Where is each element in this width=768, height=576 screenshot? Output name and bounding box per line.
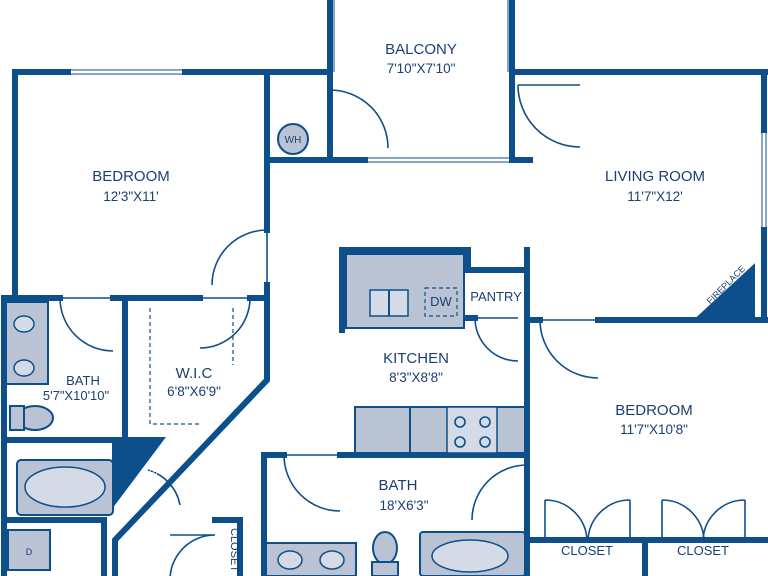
stove: [446, 406, 498, 454]
dishwasher: [424, 287, 458, 317]
bath-left-dims: 5'7"X10'10": [43, 388, 110, 403]
fixtures: [5, 123, 526, 576]
pantry-label: PANTRY: [470, 289, 522, 304]
water-heater-label: WH: [285, 135, 302, 146]
bath-center-name: BATH: [379, 477, 418, 494]
wic-name: W.I.C: [176, 365, 213, 382]
water-heater: [277, 123, 309, 155]
wic-dims: 6'8"X6'9": [167, 384, 221, 399]
closet-right-2-label: CLOSET: [677, 543, 729, 558]
living-room-dims: 11'7"X12': [627, 189, 683, 204]
doors: [59, 84, 746, 576]
kitchen-lower-counter: [354, 406, 526, 454]
closet-vertical-label: CLOSET: [228, 528, 240, 572]
balcony-name: BALCONY: [385, 41, 457, 58]
dishwasher-label: DW: [430, 294, 452, 309]
balcony-dims: 7'10"X7'10": [387, 61, 456, 76]
dryer-label: D: [26, 547, 33, 557]
kitchen-dims: 8'3"X8'8": [389, 370, 443, 385]
windows: [68, 0, 767, 230]
dryer: [7, 529, 51, 571]
closet-right-1-label: CLOSET: [561, 543, 613, 558]
bath-left-name: BATH: [66, 373, 100, 388]
bedroom-right-dims: 11'7"X10'8": [620, 422, 688, 437]
bedroom-left-name: BEDROOM: [92, 168, 170, 185]
bath-center-toilet: [372, 531, 398, 565]
shelves: [149, 308, 234, 425]
kitchen-name: KITCHEN: [383, 350, 449, 367]
bedroom-right-name: BEDROOM: [615, 402, 693, 419]
bedroom-left-dims: 12'3"X11': [103, 189, 159, 204]
living-room-name: LIVING ROOM: [605, 168, 705, 185]
bath-center-dims: 18'X6'3": [380, 498, 429, 513]
